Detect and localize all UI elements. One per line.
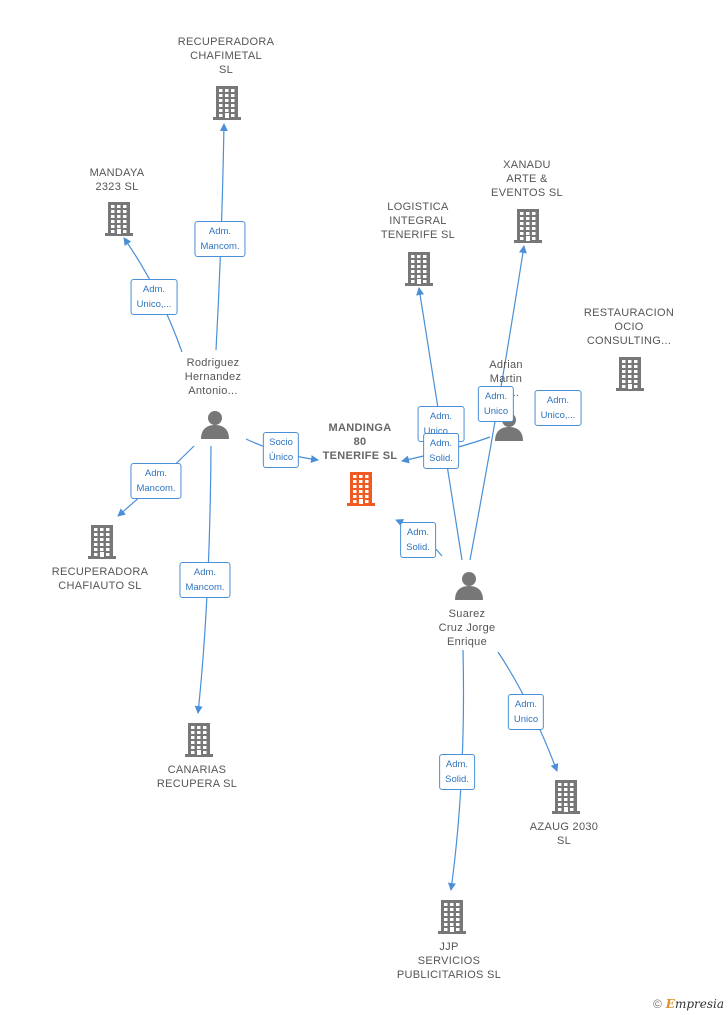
chafiauto-label[interactable]: RECUPERADORA CHAFIAUTO SL [51, 566, 149, 592]
rodriguez-label[interactable]: Rodriguez Hernandez Antonio... [184, 357, 242, 397]
restauracion-building-icon[interactable] [615, 355, 645, 396]
chafiauto-building-icon[interactable] [87, 523, 117, 564]
relation-badge[interactable]: Adm. Mancom. [130, 463, 182, 499]
relation-badge[interactable]: Adm. Solid. [400, 522, 436, 558]
suarez-label[interactable]: Suarez Cruz Jorge Enrique [438, 608, 496, 648]
xanadu-label[interactable]: XANADU ARTE & EVENTOS SL [491, 159, 563, 199]
relation-badge[interactable]: Adm. Unico,... [534, 390, 582, 426]
relation-badge[interactable]: Adm. Unico,... [130, 279, 178, 315]
azaug-label[interactable]: AZAUG 2030 SL [529, 821, 599, 847]
relation-badge[interactable]: Adm. Unico [477, 386, 515, 422]
mandaya-label[interactable]: MANDAYA 2323 SL [89, 167, 145, 193]
relation-badge[interactable]: Adm. Solid. [423, 433, 459, 469]
jjp-building-icon[interactable] [437, 898, 467, 939]
logistica-label[interactable]: LOGISTICA INTEGRAL TENERIFE SL [380, 201, 456, 241]
azaug-building-icon[interactable] [551, 778, 581, 819]
relation-badge[interactable]: Adm. Solid. [439, 754, 475, 790]
relation-badge[interactable]: Adm. Mancom. [179, 562, 231, 598]
relation-badge[interactable]: Socio Único [262, 432, 300, 468]
suarez-person-icon[interactable] [454, 570, 484, 605]
canarias-building-icon[interactable] [184, 721, 214, 762]
xanadu-building-icon[interactable] [513, 207, 543, 248]
relation-badge[interactable]: Adm. Unico [507, 694, 545, 730]
rodriguez-person-icon[interactable] [200, 409, 230, 444]
jjp-label[interactable]: JJP SERVICIOS PUBLICITARIOS SL [396, 941, 502, 981]
mandinga-building-icon[interactable] [346, 470, 376, 511]
canarias-label[interactable]: CANARIAS RECUPERA SL [156, 764, 238, 790]
mandinga-label[interactable]: MANDINGA 80 TENERIFE SL [322, 422, 398, 462]
mandaya-building-icon[interactable] [104, 200, 134, 241]
relation-badge[interactable]: Adm. Mancom. [194, 221, 246, 257]
chafimetal-building-icon[interactable] [212, 84, 242, 125]
empresia-logo: ©Empresia [652, 997, 724, 1011]
chafimetal-label[interactable]: RECUPERADORA CHAFIMETAL SL [177, 36, 275, 76]
restauracion-label[interactable]: RESTAURACION OCIO CONSULTING... [583, 307, 675, 347]
logistica-building-icon[interactable] [404, 250, 434, 291]
